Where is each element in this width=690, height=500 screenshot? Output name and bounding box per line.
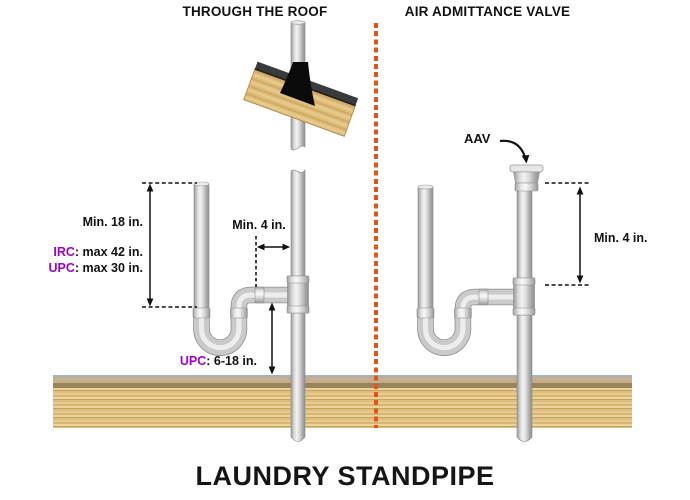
aav-label: AAV: [464, 131, 491, 146]
trap-height-value: : 6-18 in.: [206, 354, 257, 368]
left-sanitary-tee: [286, 275, 310, 314]
irc-code: IRC: [53, 245, 75, 259]
right-section-title: AIR ADMITTANCE VALVE: [404, 4, 571, 19]
aav-height-measurement: [545, 182, 589, 286]
trap-arm-distance-measurement: [255, 236, 291, 287]
left-p-trap: [192, 286, 291, 356]
irc-value: : max 42 in.: [74, 245, 143, 259]
left-section-title: THROUGH THE ROOF: [182, 4, 328, 19]
roof-flashing-boot: [280, 62, 315, 106]
trap-height-range-label: UPC: 6-18 in.: [162, 354, 257, 368]
upc-code: UPC: [48, 261, 75, 275]
right-p-trap: [416, 288, 517, 356]
upc-value: : max 30 in.: [74, 261, 143, 275]
section-divider-dashed-line: [374, 23, 378, 428]
left-standpipe: [193, 181, 210, 313]
aav-valve: [509, 164, 544, 192]
irc-max-height-label: IRC: max 42 in.: [28, 245, 143, 259]
trap-height-code: UPC: [179, 354, 207, 368]
upc-max-height-label: UPC: max 30 in.: [28, 261, 144, 275]
standpipe-height-measurement: [142, 182, 197, 308]
right-standpipe: [417, 184, 434, 313]
floor-joist: [53, 375, 632, 428]
trap-arm-min-label: Min. 4 in.: [232, 218, 286, 232]
aav-pointer-arrow: [499, 139, 530, 164]
aav-min-height-label: Min. 4 in.: [594, 231, 648, 245]
standpipe-min-height-label: Min. 18 in.: [82, 215, 143, 229]
diagram-title: LAUNDRY STANDPIPE: [195, 461, 495, 491]
trap-height-measurement: [268, 302, 276, 375]
right-sanitary-tee: [512, 277, 536, 316]
